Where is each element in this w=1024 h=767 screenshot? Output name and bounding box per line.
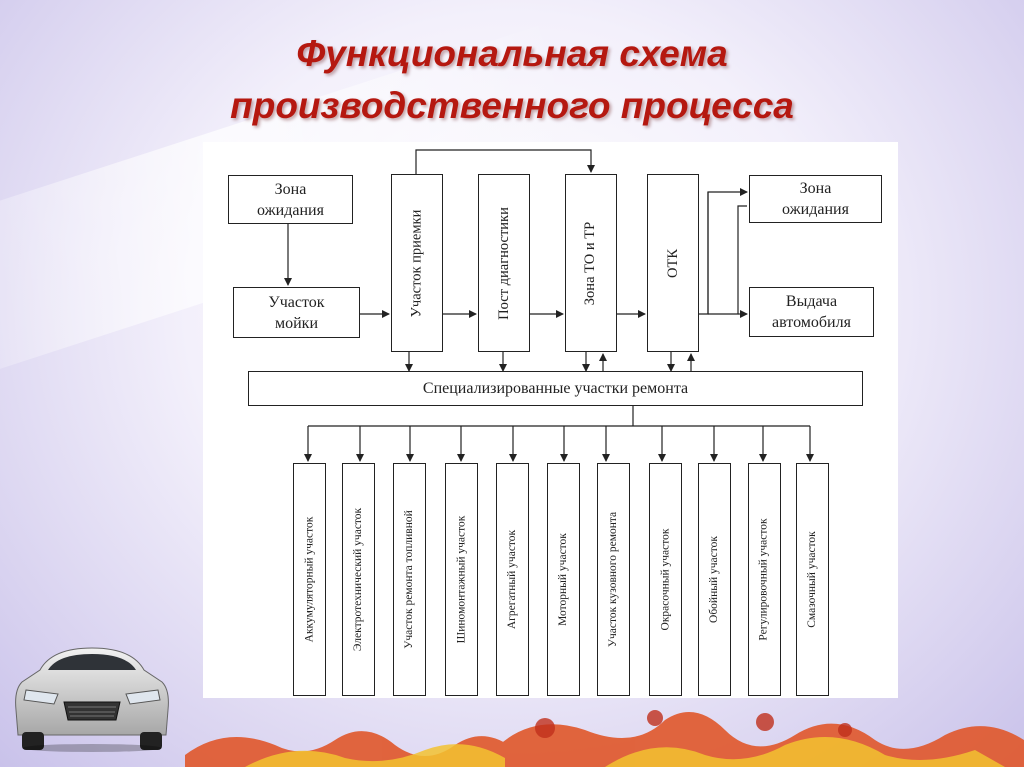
diagram-panel: Зона ожидания Участок мойки Участок прие… [203, 142, 898, 698]
section-box: Аккумуляторный участок [293, 463, 326, 696]
ornament-decoration [185, 710, 1024, 767]
section-box: Шиномонтажный участок [445, 463, 478, 696]
delivery-box: Выдача автомобиля [749, 287, 874, 337]
section-box: Моторный участок [547, 463, 580, 696]
reception-box: Участок приемки [391, 174, 443, 352]
diagram-connectors [284, 149, 814, 462]
slide-title-line-2: производственного процесса [230, 85, 794, 126]
section-box: Регулировочный участок [748, 463, 781, 696]
otk-box: ОТК [647, 174, 699, 352]
specialized-box: Специализированные участки ремонта [248, 371, 863, 406]
slide-title-line-1: Функциональная схема [296, 33, 728, 74]
section-box: Обойный участок [698, 463, 731, 696]
washing-box: Участок мойки [233, 287, 360, 338]
section-box: Смазочный участок [796, 463, 829, 696]
waiting-zone-in-box: Зона ожидания [228, 175, 353, 224]
waiting-zone-out-box: Зона ожидания [749, 175, 882, 223]
section-box: Участок кузовного ремонта [597, 463, 630, 696]
maintenance-box: Зона ТО и ТР [565, 174, 617, 352]
section-box: Участок ремонта топливной [393, 463, 426, 696]
section-box: Электротехнический участок [342, 463, 375, 696]
arrow-reception-bypass [415, 149, 595, 174]
section-box: Окрасочный участок [649, 463, 682, 696]
diagnostics-box: Пост диагностики [478, 174, 530, 352]
car-icon [15, 647, 169, 752]
section-box: Агрегатный участок [496, 463, 529, 696]
arrow-otk-to-waiting [699, 188, 748, 315]
